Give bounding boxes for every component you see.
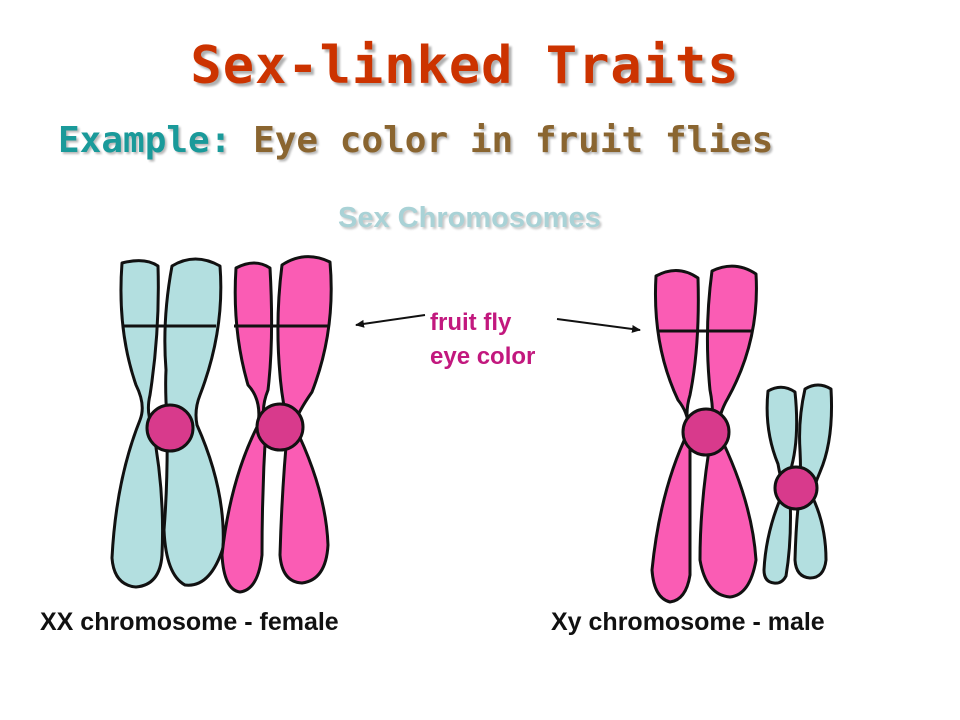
arrow-to-male-locus — [556, 318, 641, 333]
female-centromere-1 — [145, 403, 195, 453]
female-x-chromosome-1 — [110, 257, 225, 589]
eye-color-locus-label: fruit fly eye color — [430, 306, 535, 374]
male-centromere-y — [773, 465, 819, 511]
female-caption: XX chromosome - female — [40, 608, 339, 636]
male-x-chromosome — [650, 264, 758, 604]
female-x-chromosome-2 — [220, 255, 333, 594]
male-centromere-x — [681, 407, 731, 457]
male-y-chromosome — [762, 383, 834, 585]
male-caption: Xy chromosome - male — [551, 608, 825, 636]
locus-label-line-2: eye color — [430, 343, 536, 370]
subtitle-prefix: Example: — [58, 120, 232, 161]
slide-title: Sex-linked Traits — [190, 36, 740, 96]
locus-label-line-1: fruit fly — [430, 309, 512, 336]
female-centromere-2 — [255, 402, 305, 452]
slide-subtitle: Example: Eye color in fruit flies — [58, 120, 773, 161]
arrow-to-female-locus — [355, 314, 426, 328]
sex-chromosomes-heading: Sex Chromosomes — [338, 202, 601, 234]
subtitle-text: Eye color in fruit flies — [253, 120, 774, 161]
